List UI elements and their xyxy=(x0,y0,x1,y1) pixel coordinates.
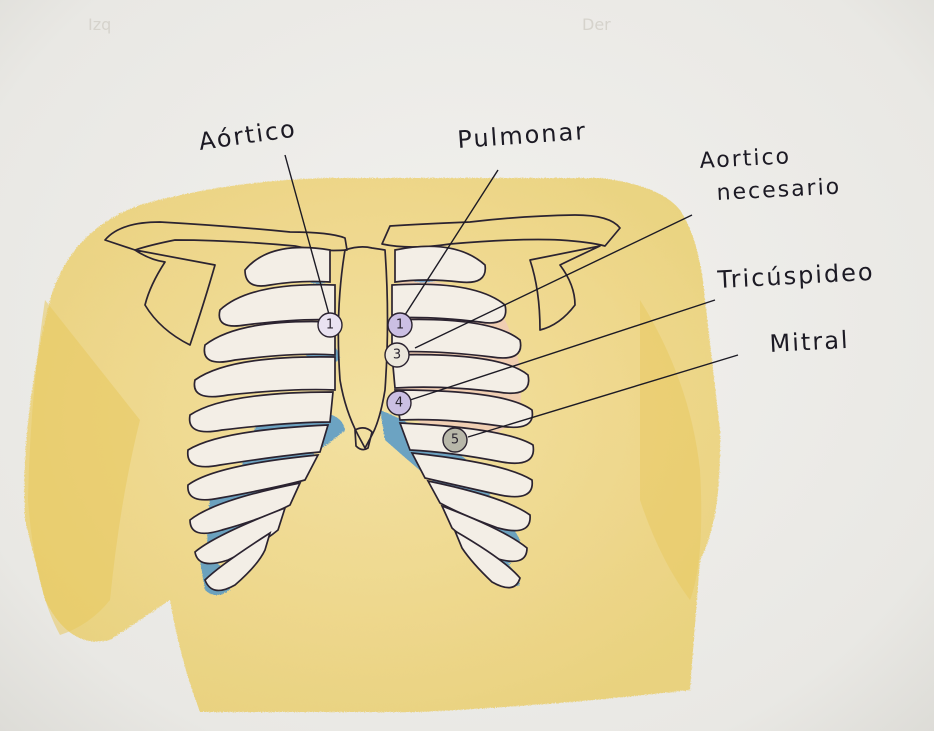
label-aortico-accesorio-line2: necesario xyxy=(716,175,842,206)
corner-label-left: Izq xyxy=(88,15,111,34)
point-marker-tricuspideo: 4 xyxy=(387,391,411,415)
corner-label-right: Der xyxy=(582,15,611,34)
point-number: 3 xyxy=(393,348,401,363)
point-number: 1 xyxy=(396,318,404,333)
point-number: 5 xyxy=(451,433,459,448)
point-number: 1 xyxy=(326,318,334,333)
label-aortico-accesorio-line1: Aortico xyxy=(699,144,792,174)
label-tricuspideo: Tricúspideo xyxy=(716,258,875,294)
point-marker-pulmonar: 1 xyxy=(388,313,412,337)
point-number: 4 xyxy=(395,396,403,411)
label-aortico: Aórtico xyxy=(197,115,298,156)
point-marker-aortico-accesorio: 3 xyxy=(385,343,409,367)
label-mitral: Mitral xyxy=(769,326,850,358)
label-pulmonar: Pulmonar xyxy=(456,117,587,154)
point-marker-mitral: 5 xyxy=(443,428,467,452)
point-marker-aortico: 1 xyxy=(318,313,342,337)
